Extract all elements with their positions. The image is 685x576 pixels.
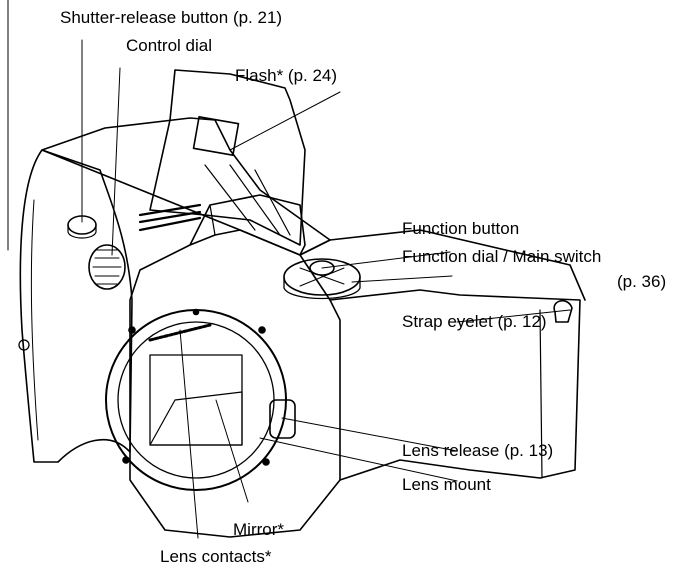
- leader-lens-contacts: [179, 329, 199, 539]
- mirror-box: [149, 354, 243, 446]
- label-mirror: Mirror*: [233, 520, 284, 539]
- grip-texture: [30, 199, 39, 441]
- label-lens-contacts: Lens contacts*: [160, 547, 272, 566]
- lens-mount: [105, 309, 287, 491]
- mirror: [149, 391, 243, 446]
- label-shutter-release: Shutter-release button (p. 21): [60, 8, 283, 27]
- label-function-dial-page: (p. 36): [617, 272, 667, 291]
- label-control-dial: Control dial: [126, 36, 212, 55]
- label-function-dial: Function dial / Main switch: [402, 247, 602, 266]
- leader-lens-mount: [259, 437, 458, 482]
- right-top-plate: [299, 229, 586, 301]
- label-strap-eyelet: Strap eyelet (p. 12): [402, 312, 547, 331]
- mount-inner-ring: [117, 321, 275, 479]
- strap-eyelet: [553, 300, 573, 323]
- label-lens-mount: Lens mount: [402, 475, 491, 494]
- leader-flash: [229, 91, 341, 151]
- flash-window: [192, 115, 240, 157]
- right-edge: [539, 309, 543, 479]
- leader-strap: [456, 309, 571, 323]
- control-dial: [88, 244, 126, 290]
- leader-lens-release: [281, 417, 458, 452]
- lens-release-button: [269, 399, 296, 439]
- leader-control-dial: [111, 67, 121, 256]
- prism-housing: [189, 194, 306, 256]
- leader-function-dial: [351, 275, 453, 283]
- remote-sensor: [18, 339, 30, 351]
- leader-function-button: [321, 251, 451, 269]
- label-function-button: Function button: [402, 219, 520, 238]
- leader-mirror: [215, 399, 249, 503]
- function-button: [309, 260, 335, 276]
- camera-grip: [19, 149, 133, 463]
- label-flash: Flash* (p. 24): [235, 66, 338, 85]
- camera-front-body: [129, 229, 341, 538]
- label-lens-release: Lens release (p. 13): [402, 441, 554, 460]
- right-body: [329, 289, 581, 481]
